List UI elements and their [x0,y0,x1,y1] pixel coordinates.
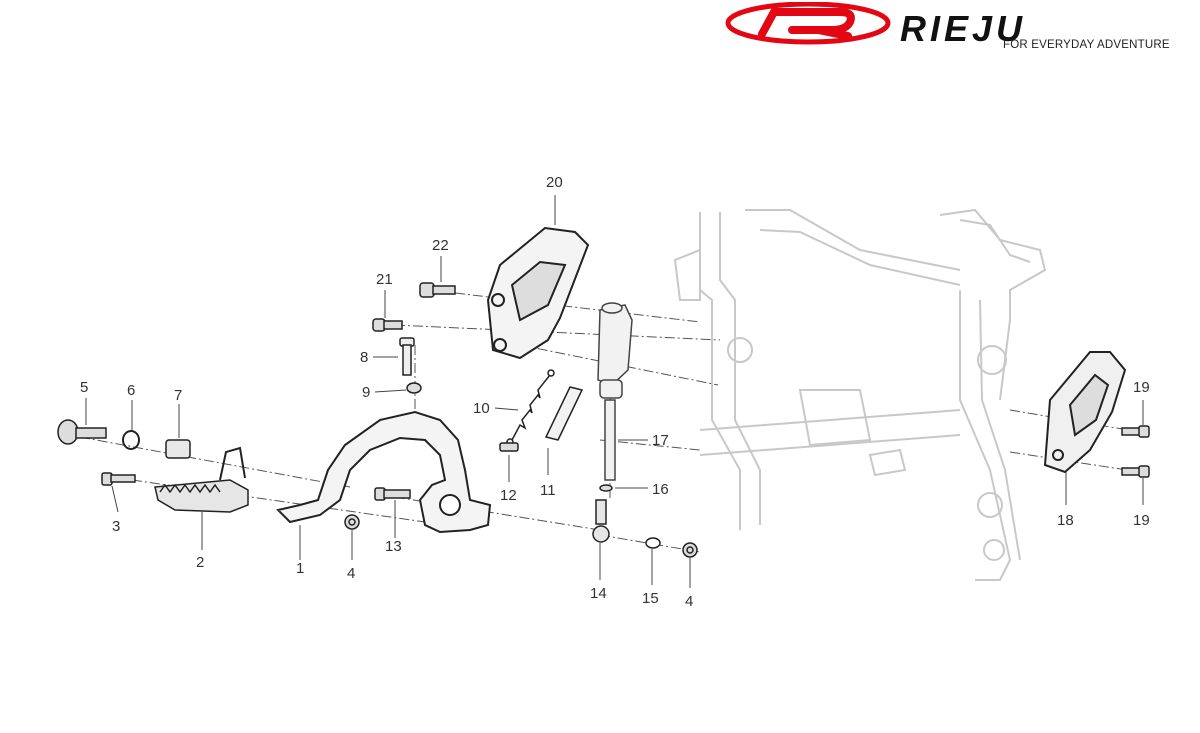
part-6-washer [122,430,140,450]
callout-7: 7 [174,387,182,404]
part-14-clevis [592,499,610,543]
rieju-logo [725,2,891,45]
callout-9: 9 [362,384,370,401]
callout-4-left: 4 [347,565,355,582]
callout-5: 5 [80,379,88,396]
master-cylinder [597,302,633,481]
part-12-stud [499,442,519,452]
part-16-clip [599,484,613,492]
part-19-bolts [1121,425,1150,478]
part-4-nut-left [344,514,360,530]
part-7-bushing [165,439,191,459]
callout-22: 22 [432,237,449,254]
part-5-bolt [57,419,107,445]
part-2-footpeg [154,446,249,513]
part-13-pivot-bolt [374,487,411,501]
callout-20: 20 [546,174,563,191]
callout-16: 16 [652,481,669,498]
part-21-bolt [372,318,403,332]
callout-12: 12 [500,487,517,504]
leader-lines [85,195,1144,588]
callout-21: 21 [376,271,393,288]
callout-17: 17 [652,432,669,449]
part-4-nut-right [682,542,698,558]
callout-10: 10 [473,400,490,417]
brand-tagline: FOR EVERYDAY ADVENTURE [1003,39,1170,51]
callout-8: 8 [360,349,368,366]
part-18-side-plate [1043,351,1127,474]
callout-18: 18 [1057,512,1074,529]
callout-4-right: 4 [685,593,693,610]
callout-3: 3 [112,518,120,535]
callout-2: 2 [196,554,204,571]
frame [673,208,1047,581]
part-22-bolt [419,282,456,298]
part-11-sleeve [544,386,584,441]
part-9-nut [406,382,422,394]
part-15-washer [645,537,661,549]
part-1-brake-pedal [276,410,492,534]
callout-19-bottom: 19 [1133,512,1150,529]
callout-19-top: 19 [1133,379,1150,396]
callout-13: 13 [385,538,402,555]
callout-6: 6 [127,382,135,399]
part-20-guard-plate [486,226,590,360]
part-3-bolt [101,472,136,486]
callout-15: 15 [642,590,659,607]
callout-14: 14 [590,585,607,602]
part-8-pin [399,337,415,376]
callout-11: 11 [540,482,556,499]
callout-1: 1 [296,560,304,577]
brand-name: RIEJU [900,8,1027,49]
callout-labels: 20 22 21 8 9 10 11 12 17 16 5 6 7 3 2 1 … [80,174,1150,610]
